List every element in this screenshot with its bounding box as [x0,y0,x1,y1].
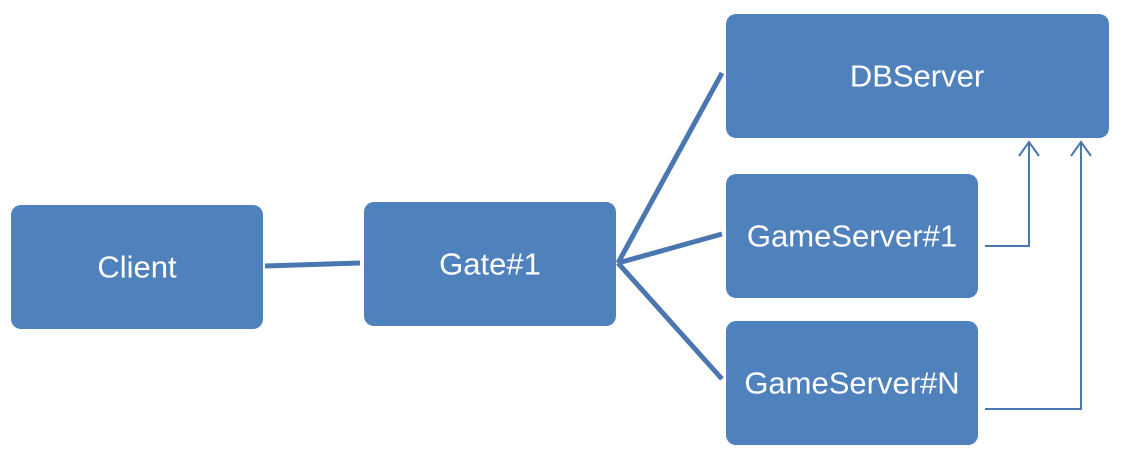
arrow-gameserver-n-to-dbserver [985,142,1082,410]
link-gate-gameserver-1 [617,231,723,266]
node-gate-label: Gate#1 [439,247,541,282]
node-gate: Gate#1 [364,202,616,326]
node-gameserver-n: GameServer#N [726,321,978,445]
arrow-gameserver-1-to-dbserver [985,142,1030,247]
link-gate-gameserver-n [616,261,724,381]
node-dbserver-label: DBServer [850,59,984,94]
arrowhead-gameserver-1-to-dbserver [1018,140,1040,157]
node-dbserver: DBServer [726,14,1109,138]
node-gameserver-1-label: GameServer#1 [747,219,957,254]
node-gameserver-n-label: GameServer#N [744,366,959,401]
link-gate-dbserver [615,71,725,265]
link-client-gate [264,260,361,269]
node-gameserver-1: GameServer#1 [726,174,978,298]
node-client-label: Client [97,250,177,285]
arrowhead-gameserver-n-to-dbserver [1070,140,1092,157]
node-client: Client [11,205,263,329]
